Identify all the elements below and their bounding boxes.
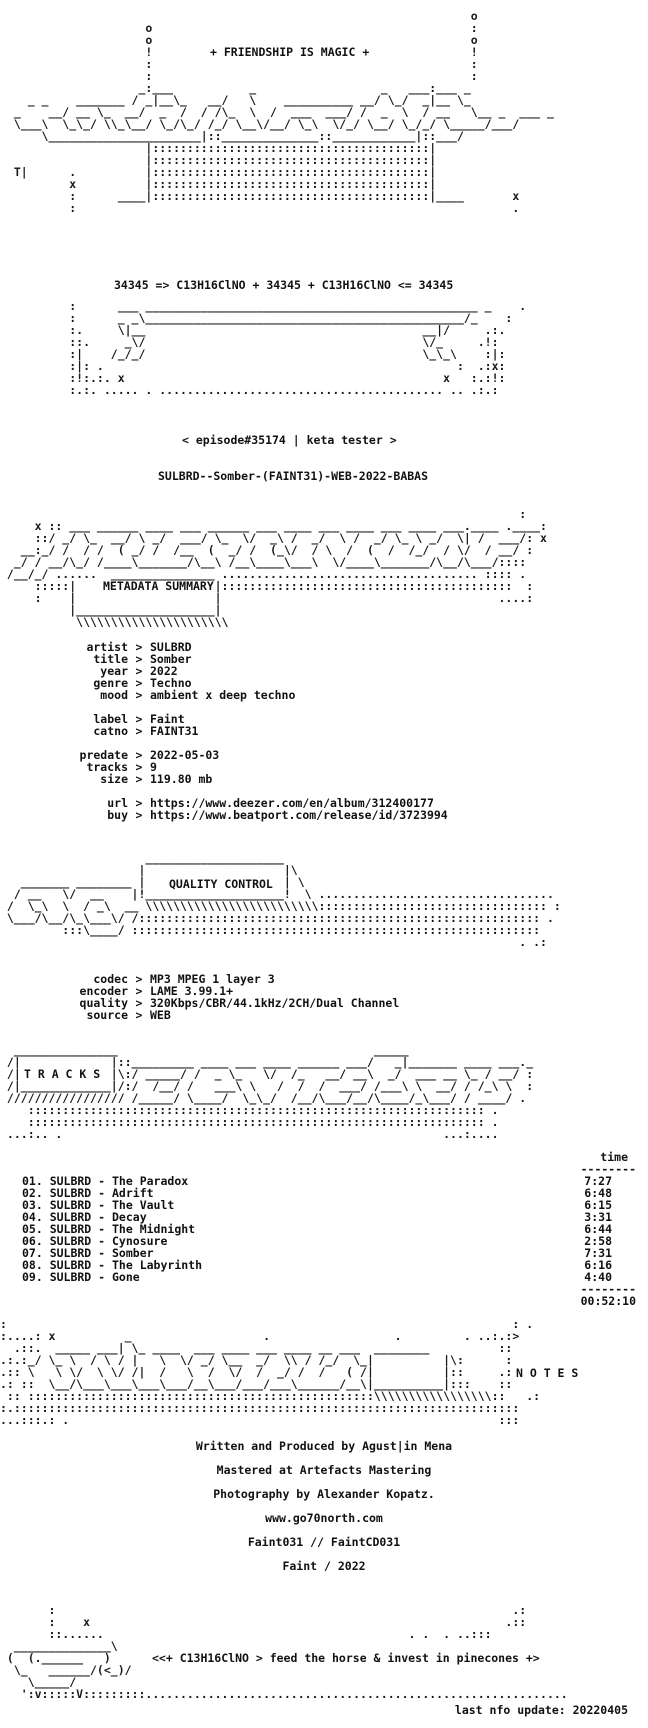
episode-line: < episode#35174 | keta tester > xyxy=(182,433,397,447)
tracklist-total-rule: -------- xyxy=(580,1282,636,1296)
meta-row-genre: genre > Techno xyxy=(93,676,192,690)
ascii-footer: : .: : x .:: ::...... xyxy=(6,1603,568,1701)
ascii-logo-header: o o : o o ! xyxy=(13,9,554,215)
meta-row-url: url > https://www.deezer.com/en/album/31… xyxy=(107,796,434,810)
quality-row-quality: quality > 320Kbps/CBR/44.1kHz/2CH/Dual C… xyxy=(79,996,400,1010)
metadata-heading: METADATA SUMMARY xyxy=(103,579,214,593)
quality-row-codec: codec > MP3 MPEG 1 layer 3 xyxy=(93,972,275,986)
meta-row-tracks: tracks > 9 xyxy=(86,760,157,774)
note-mastering: Mastered at Artefacts Mastering xyxy=(216,1463,432,1477)
tracklist-total: 00:52:10 xyxy=(580,1294,636,1308)
deezer-link[interactable]: https://www.deezer.com/en/album/31240017… xyxy=(150,796,434,810)
meta-row-size: size > 119.80 mb xyxy=(100,772,213,786)
note-website-link[interactable]: www.go70north.com xyxy=(265,1511,383,1525)
ascii-banner-quality: ____________________ | |\ _______ ______… xyxy=(6,851,561,949)
ascii-logo-bridge: : ___ __________________________________… xyxy=(69,299,527,397)
meta-row-mood: mood > ambient x deep techno xyxy=(100,688,296,702)
note-credits: Written and Produced by Agust|in Mena xyxy=(195,1439,453,1453)
meta-row-catno: catno > FAINT31 xyxy=(93,724,199,738)
chemical-formula: 34345 => C13H16ClNO + 34345 + C13H16ClNO… xyxy=(114,278,454,292)
tracks-heading: T R A C K S xyxy=(24,1067,101,1081)
meta-row-artist: artist > SULBRD xyxy=(86,640,192,654)
note-photography: Photography by Alexander Kopatz. xyxy=(213,1487,435,1501)
meta-row-label: label > Faint xyxy=(93,712,185,726)
meta-row-predate: predate > 2022-05-03 xyxy=(79,748,220,762)
notes-heading: N O T E S xyxy=(516,1366,579,1380)
tracklist-header-rule: -------- xyxy=(580,1162,636,1176)
note-label-year: Faint / 2022 xyxy=(282,1559,366,1573)
quality-heading: QUALITY CONTROL xyxy=(169,877,273,891)
beatport-link[interactable]: https://www.beatport.com/release/id/3723… xyxy=(150,808,448,822)
last-update: last nfo update: 20220405 xyxy=(454,1703,628,1717)
meta-row-buy: buy > https://www.beatport.com/release/i… xyxy=(107,808,448,822)
ascii-banner-metadata: : x :: ___ ______ ____ ___ ______ ___ __… xyxy=(6,507,547,629)
ascii-banner-tracks: _______________ _____ /| |::_________ __… xyxy=(6,1043,534,1141)
quality-row-source: source > WEB xyxy=(86,1008,171,1022)
footer-tagline: <<+ C13H16ClNO > feed the horse & invest… xyxy=(152,1651,540,1665)
ascii-banner-notes: : : . :....: x _ . . . ..:.:> .::. _____… xyxy=(0,1317,541,1427)
slogan: + FRIENDSHIP IS MAGIC + xyxy=(210,45,370,59)
quality-row-encoder: encoder > LAME 3.99.1+ xyxy=(79,984,234,998)
note-catalog: Faint031 // FaintCD031 xyxy=(247,1535,401,1549)
release-name: SULBRD--Somber-(FAINT31)-WEB-2022-BABAS xyxy=(158,469,429,483)
meta-row-year: year > 2022 xyxy=(100,664,178,678)
meta-row-title: title > Somber xyxy=(93,652,192,666)
tracklist-time-header: time xyxy=(600,1150,628,1164)
